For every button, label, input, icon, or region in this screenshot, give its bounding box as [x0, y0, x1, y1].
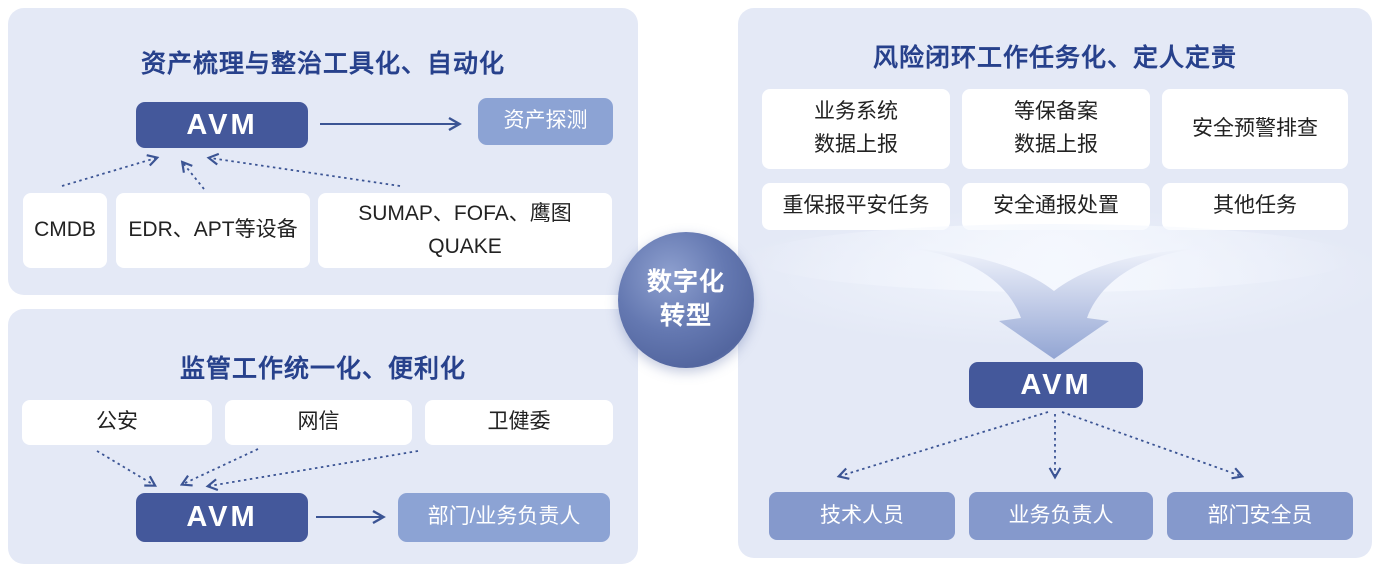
task-line: 安全预警排查	[1192, 116, 1318, 140]
source-box-sumap-fofa-quake: SUMAP、FOFA、鹰图QUAKE	[318, 193, 612, 268]
owner-box: 部门/业务负责人	[398, 493, 610, 542]
task-box-notification-handling: 安全通报处置	[962, 183, 1150, 230]
digital-transformation-circle: 数字化 转型	[618, 232, 754, 368]
org-box-health-commission: 卫健委	[425, 400, 613, 445]
source-box-edr-apt: EDR、APT等设备	[116, 193, 310, 268]
task-box-other: 其他任务	[1162, 183, 1348, 230]
panel-risk-tasks: 风险闭环工作任务化、定人定责 业务系统 数据上报 等保备案 数据上报 安全预警排…	[738, 8, 1372, 558]
org-box-cyberspace: 网信	[225, 400, 412, 445]
role-box-business-owner: 业务负责人	[969, 492, 1153, 540]
avm-box-regulator: AVM	[136, 493, 308, 542]
task-line: 业务系统	[814, 100, 898, 124]
panel-regulator-title: 监管工作统一化、便利化	[179, 355, 466, 383]
task-box-mlps-report: 等保备案 数据上报	[962, 89, 1150, 169]
org-box-police: 公安	[22, 400, 212, 445]
task-line: 数据上报	[814, 133, 898, 156]
panel-asset-tooling: 资产梳理与整治工具化、自动化 AVM 资产探测 CMDB EDR、APT等设备 …	[8, 8, 638, 295]
role-box-dept-security: 部门安全员	[1167, 492, 1353, 540]
circle-line-2: 转型	[659, 302, 712, 330]
panel-regulator-unification: 监管工作统一化、便利化 公安 网信 卫健委 AVM 部门/业务负责人	[8, 309, 638, 564]
avm-box-asset: AVM	[136, 102, 308, 148]
asset-detect-box: 资产探测	[478, 98, 613, 145]
role-box-tech-staff: 技术人员	[769, 492, 955, 540]
avm-box-risk: AVM	[969, 362, 1143, 408]
circle-line-1: 数字化	[646, 268, 725, 297]
task-line: 等保备案	[1014, 100, 1098, 124]
panel-asset-title: 资产梳理与整治工具化、自动化	[140, 50, 505, 78]
task-line: 数据上报	[1014, 133, 1098, 156]
source-box-cmdb: CMDB	[23, 193, 107, 268]
panel-risk-title: 风险闭环工作任务化、定人定责	[872, 44, 1237, 72]
task-box-safety-report: 重保报平安任务	[762, 183, 950, 230]
task-box-business-report: 业务系统 数据上报	[762, 89, 950, 169]
task-box-warning-check: 安全预警排查	[1162, 89, 1348, 169]
